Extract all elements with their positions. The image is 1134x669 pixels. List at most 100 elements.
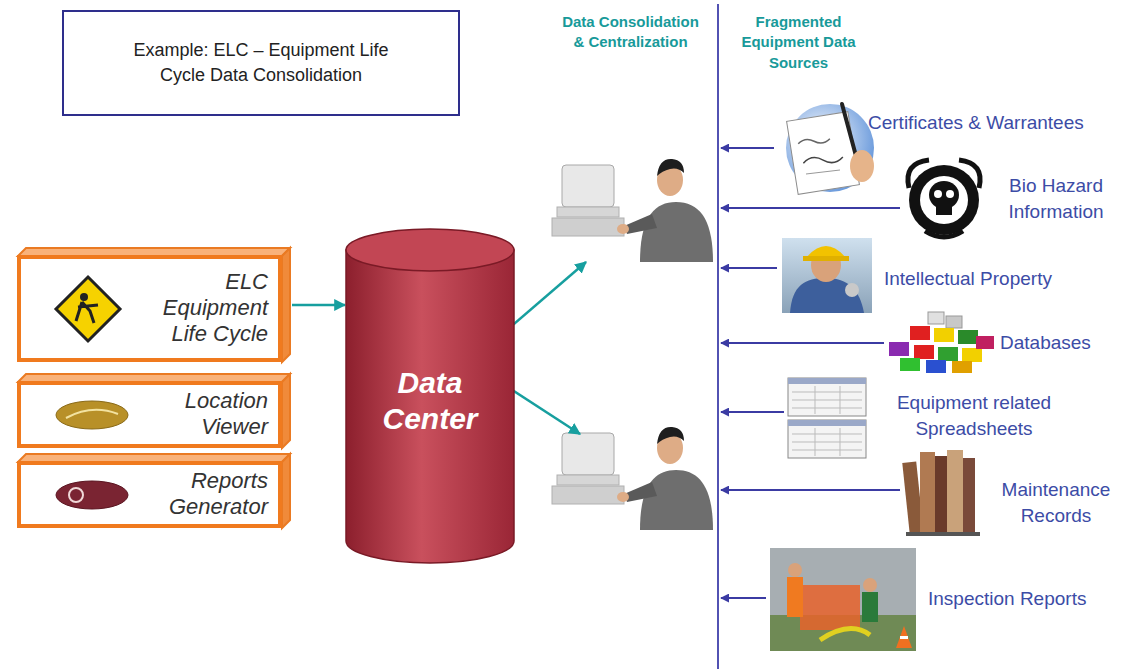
illustration-part xyxy=(721,411,784,413)
module-box: Location Viewer xyxy=(16,372,292,450)
illustration-part xyxy=(640,470,713,530)
workstation-figure xyxy=(552,159,713,262)
illustration-part xyxy=(909,165,979,235)
illustration-part xyxy=(788,420,866,426)
illustration-part xyxy=(800,585,860,630)
illustration-part xyxy=(929,181,959,209)
illustration-part xyxy=(552,486,624,504)
illustration-part xyxy=(842,104,856,156)
source-label: Intellectual Property xyxy=(884,266,1124,292)
box-top xyxy=(18,454,290,462)
illustration-part xyxy=(562,165,614,207)
illustration-part xyxy=(952,361,972,373)
box-label: Reports Generator xyxy=(136,468,268,520)
illustration-part xyxy=(840,428,841,456)
illustration-part xyxy=(770,548,916,651)
source-arrows xyxy=(721,148,900,598)
illustration-part xyxy=(928,312,944,324)
title-box: Example: ELC – Equipment Life Cycle Data… xyxy=(62,10,460,116)
logo-mark xyxy=(56,481,128,509)
illustration-part xyxy=(906,532,980,536)
illustration-part xyxy=(936,205,952,215)
illustration-part xyxy=(889,342,909,356)
illustration-part xyxy=(657,159,684,176)
illustration-part xyxy=(788,420,866,458)
illustration-part xyxy=(963,458,975,534)
source-label: Certificates & Warrantees xyxy=(868,110,1130,136)
biohazard-icon xyxy=(908,160,980,237)
illustration-part xyxy=(914,345,934,359)
source-label: Bio Hazard Information xyxy=(984,173,1128,224)
worker-photo xyxy=(782,238,872,313)
cylinder-top xyxy=(346,229,514,271)
illustration-part xyxy=(792,450,862,451)
module-box: ELC Equipment Life Cycle xyxy=(16,246,292,364)
database-cubes xyxy=(889,312,994,373)
sign-figure xyxy=(80,293,88,301)
illustration-part xyxy=(792,442,862,443)
illustration-part xyxy=(788,378,866,384)
illustration-part xyxy=(896,626,912,648)
illustration-part xyxy=(721,342,884,344)
bus-line xyxy=(717,4,719,669)
cylinder-body xyxy=(346,250,514,563)
box-front xyxy=(19,463,280,526)
illustration-part xyxy=(792,434,862,435)
source-label: Databases xyxy=(1000,330,1128,356)
illustration-part xyxy=(792,400,862,401)
sign-figure xyxy=(76,302,98,323)
illustration-part xyxy=(788,378,866,416)
certificate-icon xyxy=(786,104,874,194)
illustration-part xyxy=(863,578,877,592)
illustration-part xyxy=(959,160,980,188)
books-icon xyxy=(902,450,980,536)
illustration-part xyxy=(792,408,862,409)
illustration-part xyxy=(798,136,831,147)
illustration-part xyxy=(721,267,777,269)
illustration-part xyxy=(721,597,766,599)
spreadsheet-icon xyxy=(788,378,866,458)
box-side xyxy=(282,248,290,362)
illustration-part xyxy=(721,207,900,209)
cylinder-label: Data Center xyxy=(355,365,505,437)
column-heading: Data Consolidation & Centralization xyxy=(558,12,703,53)
illustration-part xyxy=(803,153,844,167)
illustration-part xyxy=(926,360,946,373)
illustration-part xyxy=(946,190,954,198)
illustration-part xyxy=(787,577,803,617)
data-center-cylinder: Data Center xyxy=(345,228,515,563)
illustration-part xyxy=(900,358,920,371)
box-top xyxy=(18,374,290,382)
illustration-part xyxy=(815,428,816,456)
illustration-part xyxy=(552,218,624,236)
logo-mark xyxy=(56,401,128,429)
source-label: Maintenance Records xyxy=(984,477,1128,528)
illustration-part xyxy=(624,214,657,234)
illustration-part xyxy=(938,347,958,361)
illustration-part xyxy=(900,636,908,639)
illustration-part xyxy=(962,348,982,362)
column-heading: Fragmented Equipment Data Sources xyxy=(726,12,871,73)
illustration-part xyxy=(624,482,657,502)
logo-mark xyxy=(69,488,83,502)
illustration-part xyxy=(946,316,962,328)
illustration-part xyxy=(557,475,619,485)
illustration-part xyxy=(640,202,713,262)
illustration-part xyxy=(557,207,619,217)
illustration-part xyxy=(721,147,774,149)
illustration-part xyxy=(617,492,629,502)
workstation-figure xyxy=(552,427,713,530)
warning-sign xyxy=(56,277,120,341)
box-side xyxy=(282,454,290,528)
box-front xyxy=(19,383,280,446)
illustration-part xyxy=(976,336,994,349)
illustration-part xyxy=(840,386,841,414)
illustration-part xyxy=(925,231,963,237)
illustration-part xyxy=(947,450,963,534)
illustration-part xyxy=(782,238,872,313)
box-top xyxy=(18,248,290,256)
box-side xyxy=(282,374,290,448)
source-label: Inspection Reports xyxy=(928,586,1128,612)
box-front xyxy=(19,257,280,360)
